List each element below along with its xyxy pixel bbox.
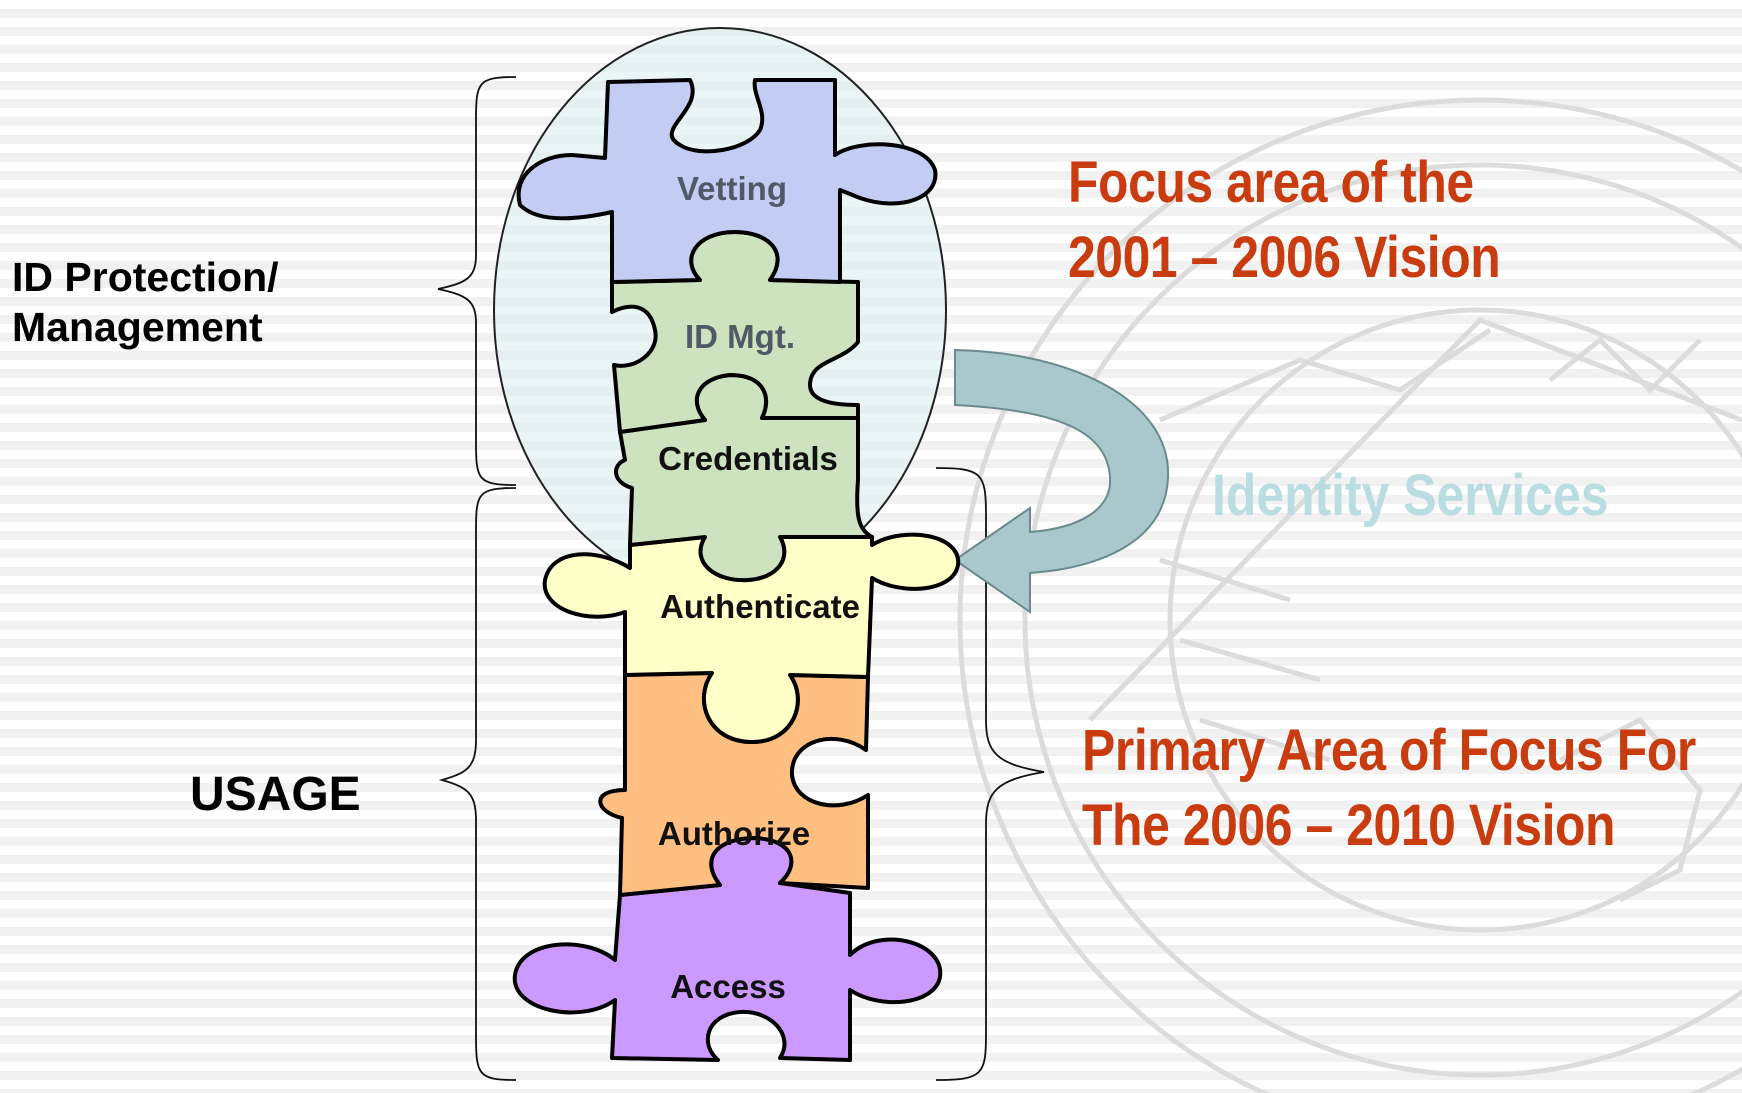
focus-2001-line2: 2001 – 2006 Vision [1068, 225, 1501, 291]
id-protection-label: ID Protection/ Management [12, 252, 279, 352]
piece-access [512, 836, 943, 1062]
brace-usage [438, 487, 517, 1081]
puzzle-stack [512, 78, 961, 1062]
identity-services-arrow [953, 348, 1170, 614]
focus-2006-label: Primary Area of Focus For The 2006 – 201… [1082, 713, 1696, 864]
focus-2006-line2: The 2006 – 2010 Vision [1082, 793, 1616, 859]
piece-vetting [516, 78, 938, 284]
focus-2001-label: Focus area of the 2001 – 2006 Vision [1068, 145, 1501, 296]
focus-2006-line1: Primary Area of Focus For [1082, 718, 1696, 783]
piece-label-id-mgt: ID Mgt. [685, 318, 795, 355]
focus-2001-line1: Focus area of the [1068, 150, 1474, 215]
title-strip [0, 0, 1742, 48]
piece-label-vetting: Vetting [676, 170, 788, 207]
piece-label-credentials: Credentials [658, 440, 838, 477]
identity-services-label: Identity Services [1212, 463, 1609, 528]
id-protection-line2: Management [12, 304, 263, 351]
piece-label-access: Access [670, 968, 786, 1005]
id-protection-line1: ID Protection/ [12, 254, 279, 300]
brace-id-protection [437, 76, 517, 486]
seal-watermark [957, 97, 1742, 1093]
usage-label: USAGE [190, 768, 361, 821]
piece-label-authorize: Authorize [657, 815, 811, 852]
brace-primary-focus [935, 467, 1045, 1081]
piece-label-authenticate: Authenticate [660, 588, 860, 625]
